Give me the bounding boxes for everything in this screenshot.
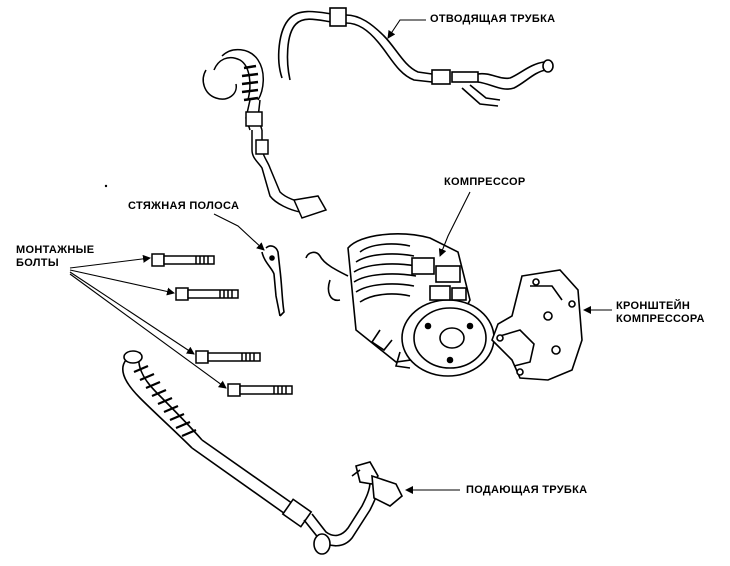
label-tension-strap: СТЯЖНАЯ ПОЛОСА — [128, 200, 239, 213]
discharge-tube — [277, 7, 554, 107]
label-tension-strap-text: СТЯЖНАЯ ПОЛОСА — [128, 200, 240, 212]
leader-compressor — [438, 191, 471, 257]
label-discharge-tube: ОТВОДЯЩАЯ ТРУБКА — [430, 13, 555, 26]
leader-tension-strap — [213, 213, 265, 251]
label-bracket-line1: КРОНШТЕЙН — [616, 300, 691, 312]
tension-strap — [261, 245, 285, 317]
discharge-hose — [202, 48, 328, 219]
label-mounting-bolts-line2: БОЛТЫ — [16, 257, 59, 269]
leader-bolt-1 — [69, 254, 151, 269]
label-suction-tube: ПОДАЮЩАЯ ТРУБКА — [466, 484, 587, 497]
label-compressor-text: КОМПРЕССОР — [444, 176, 526, 188]
label-suction-tube-text: ПОДАЮЩАЯ ТРУБКА — [466, 484, 588, 496]
label-bracket-line2: КОМПРЕССОРА — [616, 313, 705, 325]
leader-discharge-tube — [387, 19, 426, 39]
label-discharge-tube-text: ОТВОДЯЩАЯ ТРУБКА — [430, 13, 556, 25]
leader-bolt-2 — [69, 269, 175, 296]
label-mounting-bolts-line1: МОНТАЖНЫЕ — [16, 244, 95, 256]
bolt-4 — [227, 383, 293, 397]
label-bracket: КРОНШТЕЙН КОМПРЕССОРА — [616, 300, 705, 326]
leader-bolt-3 — [69, 271, 195, 355]
compressor-bracket — [491, 269, 583, 381]
speck — [104, 184, 108, 188]
suction-tube — [122, 350, 403, 555]
label-mounting-bolts: МОНТАЖНЫЕ БОЛТЫ — [16, 244, 94, 270]
leader-lines — [69, 19, 612, 494]
bolt-1 — [151, 253, 215, 267]
bolt-2 — [175, 287, 239, 301]
leader-bolt-4 — [69, 273, 227, 389]
label-compressor: КОМПРЕССОР — [444, 176, 526, 189]
compressor — [305, 233, 495, 377]
bolt-3 — [195, 350, 261, 364]
mounting-bolts — [151, 253, 293, 397]
